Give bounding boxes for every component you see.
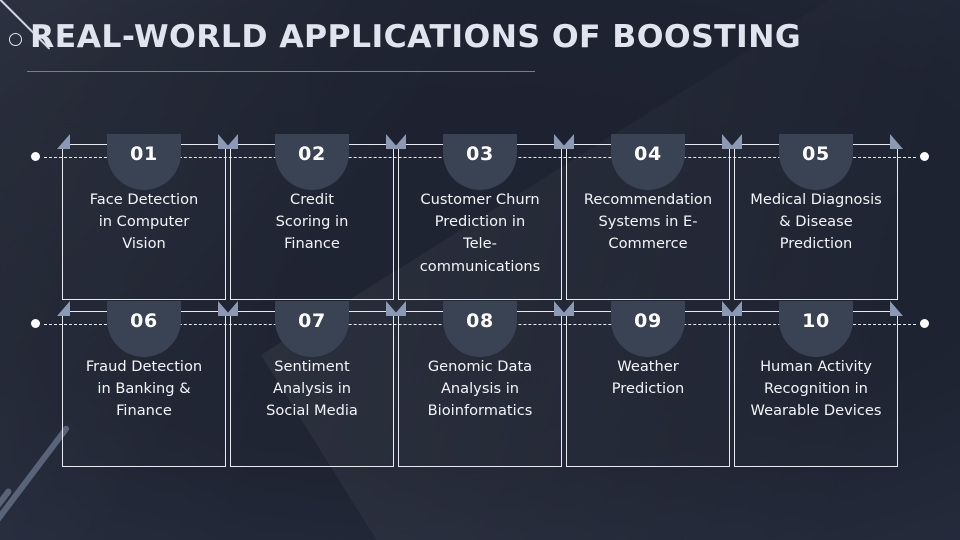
- page-title: REAL-WORLD APPLICATIONS OF BOOSTING: [30, 19, 802, 55]
- card-number-badge: 07: [275, 301, 349, 357]
- ribbon-tail-left-icon: [729, 134, 742, 149]
- slide-header: REAL-WORLD APPLICATIONS OF BOOSTING: [0, 0, 960, 92]
- card-label: Credit Scoring in Finance: [275, 191, 349, 253]
- title-underline-divider: [27, 71, 535, 72]
- card-number-badge: 01: [107, 134, 181, 190]
- card-number-badge: 03: [443, 134, 517, 190]
- card-label: Customer Churn Prediction in Tele- commu…: [419, 191, 541, 275]
- card-number: 07: [298, 310, 326, 332]
- ribbon-tail-right-icon: [890, 301, 903, 316]
- card-number-badge: 05: [779, 134, 853, 190]
- card-number-badge: 02: [275, 134, 349, 190]
- card-label: Fraud Detection in Banking & Finance: [85, 358, 203, 420]
- decorative-diagonal-line-bottom-left-b: [0, 487, 13, 540]
- ribbon-tail-left-icon: [561, 134, 574, 149]
- card-number-badge: 08: [443, 301, 517, 357]
- card-label: Sentiment Analysis in Social Media: [266, 358, 358, 420]
- card-number: 05: [802, 143, 830, 165]
- connector-dot-left: [31, 319, 40, 328]
- ribbon-tail-left-icon: [561, 301, 574, 316]
- card-label: Face Detection in Computer Vision: [89, 191, 199, 253]
- card-label: Human Activity Recognition in Wearable D…: [750, 358, 882, 420]
- card-number: 08: [466, 310, 494, 332]
- card-number-badge: 10: [779, 301, 853, 357]
- card-number: 04: [634, 143, 662, 165]
- connector-dot-right: [920, 152, 929, 161]
- card-number: 03: [466, 143, 494, 165]
- circle-outline-icon: [9, 33, 22, 46]
- card-label: Genomic Data Analysis in Bioinformatics: [427, 358, 533, 420]
- card-number-badge: 06: [107, 301, 181, 357]
- card-number: 02: [298, 143, 326, 165]
- ribbon-tail-left-icon: [57, 301, 70, 316]
- card-number: 01: [130, 143, 158, 165]
- ribbon-tail-left-icon: [393, 301, 406, 316]
- card-number-badge: 09: [611, 301, 685, 357]
- card-label: Recommendation Systems in E- Commerce: [583, 191, 713, 253]
- connector-dot-left: [31, 152, 40, 161]
- connector-dot-right: [920, 319, 929, 328]
- ribbon-tail-left-icon: [729, 301, 742, 316]
- ribbon-tail-left-icon: [57, 134, 70, 149]
- card-number: 09: [634, 310, 662, 332]
- card-label: Weather Prediction: [611, 358, 685, 398]
- ribbon-tail-left-icon: [393, 134, 406, 149]
- card-label: Medical Diagnosis & Disease Prediction: [750, 191, 882, 253]
- card-number: 06: [130, 310, 158, 332]
- card-number: 10: [802, 310, 830, 332]
- ribbon-tail-right-icon: [890, 134, 903, 149]
- card-number-badge: 04: [611, 134, 685, 190]
